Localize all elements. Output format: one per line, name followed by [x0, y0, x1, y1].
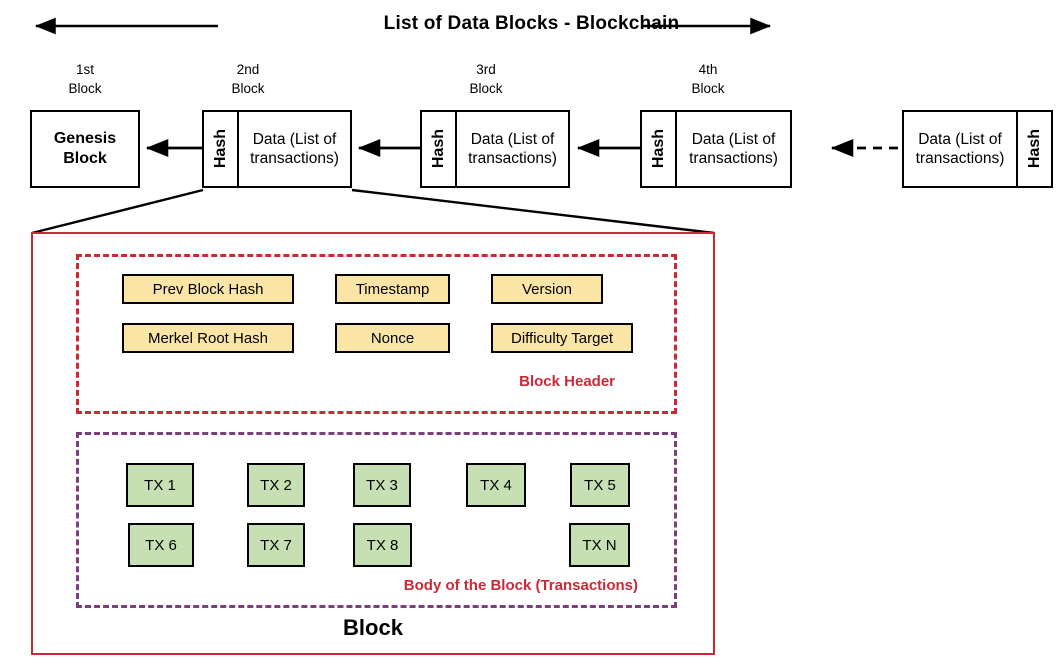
field-prev-block-hash[interactable]: Prev Block Hash: [122, 274, 294, 304]
block-2-data-cell: Data (List of transactions): [250, 131, 339, 167]
block-4-data-cell: Data (List of transactions): [689, 131, 778, 167]
field-nonce[interactable]: Nonce: [335, 323, 450, 353]
block-2[interactable]: Hash Data (List of transactions): [202, 110, 352, 188]
block-3-hash-cell: Hash: [422, 112, 457, 186]
block-label-1-ordinal: 1st: [75, 62, 94, 77]
block-header-caption: Block Header: [519, 373, 615, 390]
genesis-line-2: Block: [63, 150, 107, 167]
block-label-2-word: Block: [231, 81, 265, 96]
block-label-3-ordinal: 3rd: [476, 62, 496, 77]
block-body-caption: Body of the Block (Transactions): [403, 577, 638, 594]
block-4[interactable]: Hash Data (List of transactions): [640, 110, 792, 188]
block-label-2-ordinal: 2nd: [236, 62, 260, 77]
field-merkel-root-hash[interactable]: Merkel Root Hash: [122, 323, 294, 353]
block-label-4-word: Block: [691, 81, 725, 96]
tx-box-5[interactable]: TX 5: [570, 463, 630, 507]
block-label-4-ordinal: 4th: [698, 62, 718, 77]
block-body-region: [76, 432, 677, 608]
block-label-2: 2nd Block: [203, 60, 293, 98]
field-difficulty-target[interactable]: Difficulty Target: [491, 323, 633, 353]
callout-line-right: [351, 188, 715, 235]
tx-box-2[interactable]: TX 2: [247, 463, 305, 507]
tx-box-3[interactable]: TX 3: [353, 463, 411, 507]
block-label-4: 4th Block: [663, 60, 753, 98]
block-header-region: [76, 254, 677, 414]
block-2-hash-cell: Hash: [204, 112, 239, 186]
block-n-data-cell: Data (List of transactions): [915, 131, 1005, 167]
block-3-data-cell: Data (List of transactions): [468, 131, 557, 167]
block-4-hash-cell: Hash: [642, 112, 677, 186]
page-title: List of Data Blocks - Blockchain: [383, 13, 680, 34]
block-label-3: 3rd Block: [441, 60, 531, 98]
block-label-1: 1st Block: [40, 60, 130, 98]
tx-box-n[interactable]: TX N: [569, 523, 630, 567]
block-label-3-word: Block: [469, 81, 503, 96]
block-3[interactable]: Hash Data (List of transactions): [420, 110, 570, 188]
tx-box-6[interactable]: TX 6: [128, 523, 194, 567]
genesis-line-1: Genesis: [53, 130, 117, 147]
field-timestamp[interactable]: Timestamp: [335, 274, 450, 304]
block-n[interactable]: Data (List of transactions) Hash: [902, 110, 1053, 188]
genesis-block[interactable]: Genesis Block: [30, 110, 140, 188]
block-2-hash-label: Hash: [211, 129, 229, 169]
tx-box-1[interactable]: TX 1: [126, 463, 194, 507]
block-4-hash-label: Hash: [649, 129, 667, 169]
callout-line-left: [31, 188, 204, 235]
field-version[interactable]: Version: [491, 274, 603, 304]
block-label-1-word: Block: [68, 81, 102, 96]
block-n-hash-label: Hash: [1025, 129, 1043, 169]
tx-box-4[interactable]: TX 4: [466, 463, 526, 507]
tx-box-8[interactable]: TX 8: [353, 523, 412, 567]
block-n-hash-cell: Hash: [1016, 112, 1051, 186]
block-3-hash-label: Hash: [429, 129, 447, 169]
genesis-block-label: Genesis Block: [32, 112, 138, 186]
tx-box-7[interactable]: TX 7: [247, 523, 305, 567]
block-detail-caption: Block: [343, 615, 403, 640]
